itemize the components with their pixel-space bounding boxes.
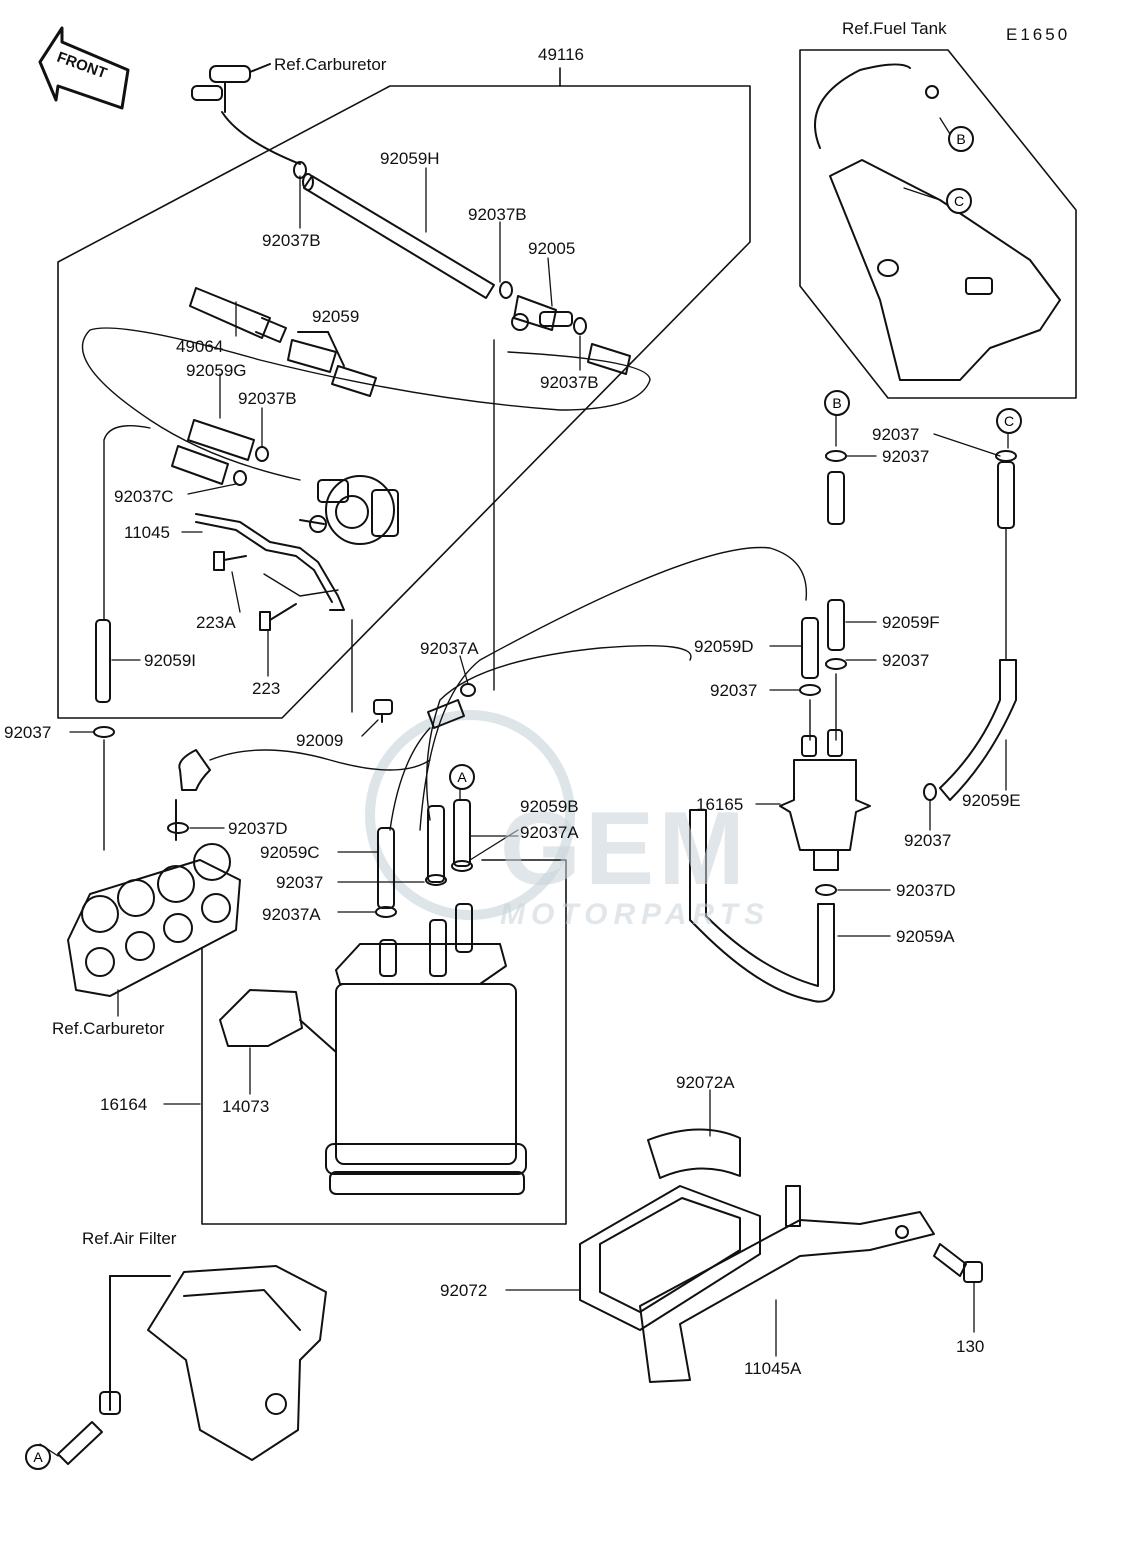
clamp-92037D-left <box>167 822 189 834</box>
part-92059A: 92059A <box>896 927 955 946</box>
ref-carburetor-top: Ref.Carburetor <box>274 55 387 74</box>
part-92037B-2: 92037B <box>468 205 527 224</box>
part-92059G: 92059G <box>186 361 247 380</box>
callout-C-tank: C <box>946 188 972 214</box>
clamp-92037B-c <box>573 317 587 335</box>
hose-92059-upper <box>827 471 845 525</box>
part-92059I: 92059I <box>144 651 196 670</box>
part-92037-r5: 92037 <box>904 831 952 850</box>
part-11045A: 11045A <box>744 1359 802 1378</box>
diagram-code: E1650 <box>1006 25 1071 44</box>
ref-fuel-tank: Ref.Fuel Tank <box>842 19 947 38</box>
canister-box <box>201 859 567 1225</box>
clamp-92037-left <box>93 726 115 738</box>
hose-92059-b <box>331 365 377 397</box>
part-92009: 92009 <box>296 731 344 750</box>
hose-92059A <box>689 809 835 1003</box>
watermark-logo <box>365 710 575 920</box>
callout-C-hose: C <box>996 408 1022 434</box>
hose-92059F <box>827 599 845 651</box>
part-92037A-left: 92037A <box>262 905 321 924</box>
part-92072A: 92072A <box>676 1073 735 1092</box>
part-16165: 16165 <box>696 795 744 814</box>
filter-49064 <box>189 287 287 343</box>
hose-short-right <box>587 343 631 375</box>
part-92059E: 92059E <box>962 791 1021 810</box>
part-92037C: 92037C <box>114 487 174 506</box>
part-223A: 223A <box>196 613 236 632</box>
callout-B-tank: B <box>948 126 974 152</box>
separator-16165 <box>779 729 871 871</box>
part-92059B: 92059B <box>520 797 579 816</box>
ref-carburetor-bottom: Ref.Carburetor <box>52 1019 165 1038</box>
part-92037B-3: 92037B <box>540 373 599 392</box>
watermark-main: GEM <box>500 791 749 907</box>
elbow-14073 <box>219 989 337 1053</box>
callout-A-top: A <box>449 764 475 790</box>
hose-carb-curve <box>178 749 211 791</box>
part-92037B-1: 92037B <box>262 231 321 250</box>
part-16164: 16164 <box>100 1095 148 1114</box>
holder-92072 <box>579 1185 761 1331</box>
bolt-223A <box>213 551 247 571</box>
callout-B-hose: B <box>824 390 850 416</box>
part-92037D-left: 92037D <box>228 819 288 838</box>
callout-A-bottom: A <box>25 1444 51 1470</box>
hose-92059-a <box>287 339 337 373</box>
fuel-tank <box>814 63 1061 381</box>
hose-92059G-a <box>187 419 255 461</box>
part-92037A-right: 92037A <box>520 823 579 842</box>
part-92059D: 92059D <box>694 637 754 656</box>
part-92005: 92005 <box>528 239 576 258</box>
part-49064: 49064 <box>176 337 224 356</box>
bolt-92009 <box>373 699 393 723</box>
clamp-92037B-b <box>499 281 513 299</box>
carburetor-bank <box>67 799 241 997</box>
carburetor-fitting-top <box>191 63 301 165</box>
ref-air-filter: Ref.Air Filter <box>82 1229 177 1248</box>
leader-lines <box>39 117 1009 1457</box>
vacuum-valve <box>299 475 399 545</box>
part-92037A-top: 92037A <box>420 639 479 658</box>
part-92037-r1: 92037 <box>872 425 920 444</box>
part-14073: 14073 <box>222 1097 270 1116</box>
part-92037B-4: 92037B <box>238 389 297 408</box>
reference-line-49116 <box>57 67 751 719</box>
tee-92005 <box>511 295 573 331</box>
hose-loop <box>81 327 651 481</box>
fuel-tank-box <box>799 49 1077 399</box>
hose-92059D <box>801 617 819 679</box>
part-130: 130 <box>956 1337 985 1356</box>
front-arrow-icon <box>38 26 130 110</box>
part-92037D-right: 92037D <box>896 881 956 900</box>
hose-92059E <box>939 659 1017 801</box>
bolt-223 <box>259 603 297 631</box>
part-11045: 11045 <box>124 523 171 542</box>
part-92059C: 92059C <box>260 843 320 862</box>
canister-16164 <box>325 903 527 1195</box>
bolt-130 <box>933 1243 983 1283</box>
part-49116: 49116 <box>538 45 585 64</box>
hose-92059H <box>302 173 495 299</box>
part-92037-mid: 92037 <box>276 873 324 892</box>
part-92059F: 92059F <box>882 613 940 632</box>
hose-92059G-b <box>171 445 229 485</box>
part-223: 223 <box>252 679 281 698</box>
part-92059H: 92059H <box>380 149 440 168</box>
air-filter <box>147 1265 327 1461</box>
hose-92059E-upper <box>997 461 1015 529</box>
bracket-11045A <box>639 1185 935 1383</box>
bracket-11045 <box>195 513 345 611</box>
part-92037-r2: 92037 <box>882 447 930 466</box>
part-92072: 92072 <box>440 1281 488 1300</box>
strap-92072A <box>647 1128 741 1179</box>
watermark-sub: MOTORPARTS <box>500 898 771 931</box>
part-92037-r3: 92037 <box>882 651 930 670</box>
part-92037-left: 92037 <box>4 723 52 742</box>
part-92059: 92059 <box>312 307 360 326</box>
hose-92059I <box>95 619 111 703</box>
part-92037-r4: 92037 <box>710 681 758 700</box>
